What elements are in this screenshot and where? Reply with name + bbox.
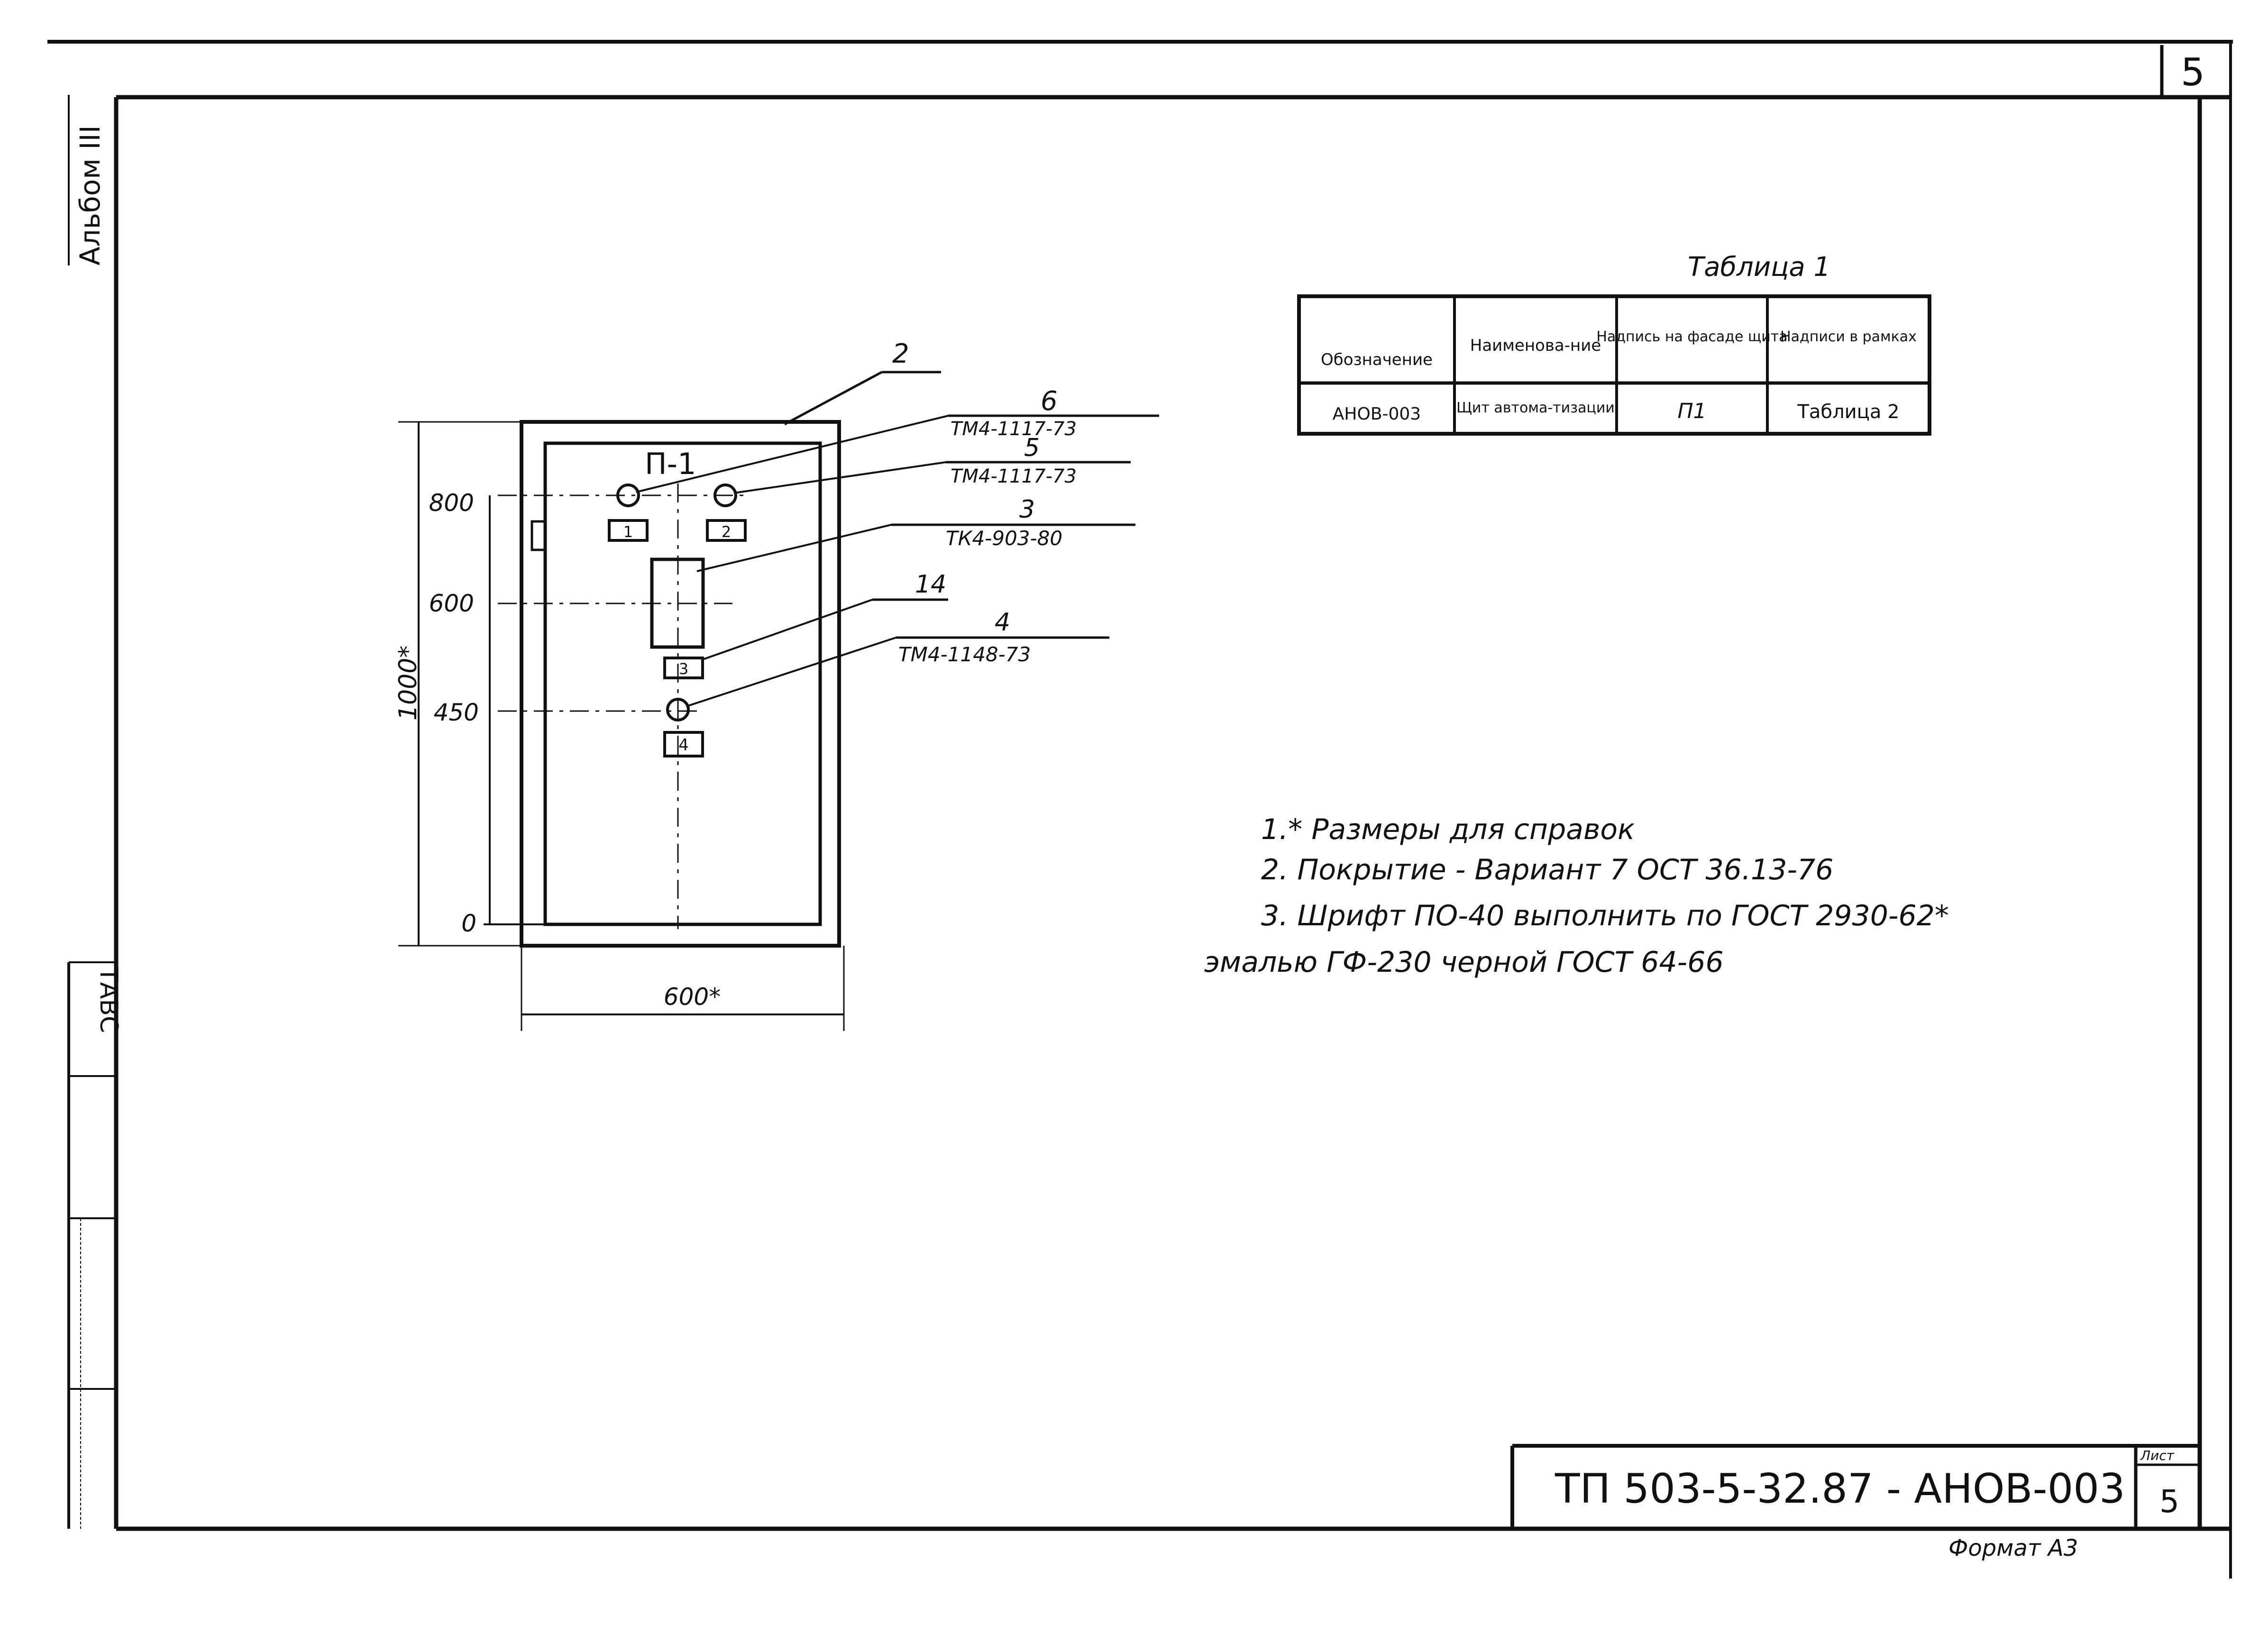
device-4-indicator (666, 698, 690, 721)
dim-width: 600* (664, 983, 721, 1011)
leader-4-code: ТМ4-1148-73 (898, 643, 1031, 666)
notes: 1.* Размеры для справок 2. Покрытие - Ва… (1204, 813, 1949, 979)
side-stamp: ТАВС (94, 967, 123, 1033)
frame-4-label: 4 (678, 736, 689, 755)
note-2: 2. Покрытие - Вариант 7 ОСТ 36.13-76 (1261, 853, 1833, 886)
dim-level-800: 800 (429, 489, 474, 517)
frame-3 (663, 657, 704, 679)
leader-5-code: ТМ4-1117-73 (951, 465, 1077, 487)
device-3-switch (650, 557, 705, 649)
frame-4 (663, 731, 704, 758)
panel-outline (520, 420, 841, 948)
device-5-indicator (713, 484, 737, 507)
leader-5-number: 5 (1024, 434, 1040, 462)
table-cell-frame-inscriptions: Таблица 2 (1797, 401, 1899, 423)
table-header-facade-inscription: Надпись на фасаде щита (1596, 329, 1787, 345)
table-1: Таблица 1 Обозначение Наименова-ние Надп… (1297, 252, 1931, 436)
dim-level-0: 0 (461, 910, 476, 937)
album-label: Альбом III (74, 125, 106, 265)
note-3: 3. Шрифт ПО-40 выполнить по ГОСТ 2930-62… (1261, 899, 1949, 932)
table-caption: Таблица 1 (1688, 252, 1830, 283)
frame-1 (608, 519, 649, 542)
sheet-frame (47, 40, 2233, 1579)
leader-4-number: 4 (995, 608, 1010, 637)
frame-2-label: 2 (722, 523, 731, 541)
dim-level-600: 600 (429, 590, 474, 617)
leader-3-number: 3 (1019, 495, 1035, 524)
door-handle (530, 520, 547, 551)
table-header-name: Наименова-ние (1470, 336, 1601, 355)
table-cell-name: Щит автома-тизации (1456, 400, 1615, 416)
panel-label: П-1 (645, 447, 696, 481)
frame-2 (706, 519, 747, 542)
table-header-frame-inscriptions: Надписи в рамках (1780, 329, 1917, 345)
frame-1-label: 1 (623, 523, 633, 541)
table-cell-designation: АНОВ-003 (1333, 404, 1421, 424)
leader-14-number: 14 (915, 570, 946, 599)
leader-3-code: ТК4-903-80 (946, 527, 1062, 550)
page-number: 5 (2181, 50, 2205, 94)
dim-height: 1000* (394, 646, 422, 721)
device-6-indicator (616, 484, 640, 507)
format-label: Формат А3 (1948, 1535, 2078, 1561)
frame-3-label: 3 (679, 660, 688, 678)
note-3-continued: эмалью ГФ-230 черной ГОСТ 64-66 (1204, 946, 1724, 979)
title-block: ТП 503-5-32.87 - АНОВ-003 Лист 5 Формат … (1510, 1444, 2200, 1561)
dim-level-450: 450 (434, 699, 479, 726)
note-1: 1.* Размеры для справок (1261, 813, 1635, 846)
sheet-label: Лист (2140, 1448, 2175, 1463)
leader-6-code: ТМ4-1117-73 (951, 418, 1077, 440)
leader-2-number: 2 (892, 338, 909, 369)
panel-door (543, 441, 822, 926)
table-header-designation: Обозначение (1321, 350, 1433, 369)
leader-6-number: 6 (1041, 386, 1058, 417)
document-code: ТП 503-5-32.87 - АНОВ-003 (1555, 1465, 2125, 1513)
table-cell-facade-inscription: П1 (1677, 399, 1706, 423)
panel-drawing: П-1 1 2 3 4 2 6 ТМ4-11 (394, 338, 1159, 1031)
sheet-number: 5 (2159, 1483, 2179, 1520)
